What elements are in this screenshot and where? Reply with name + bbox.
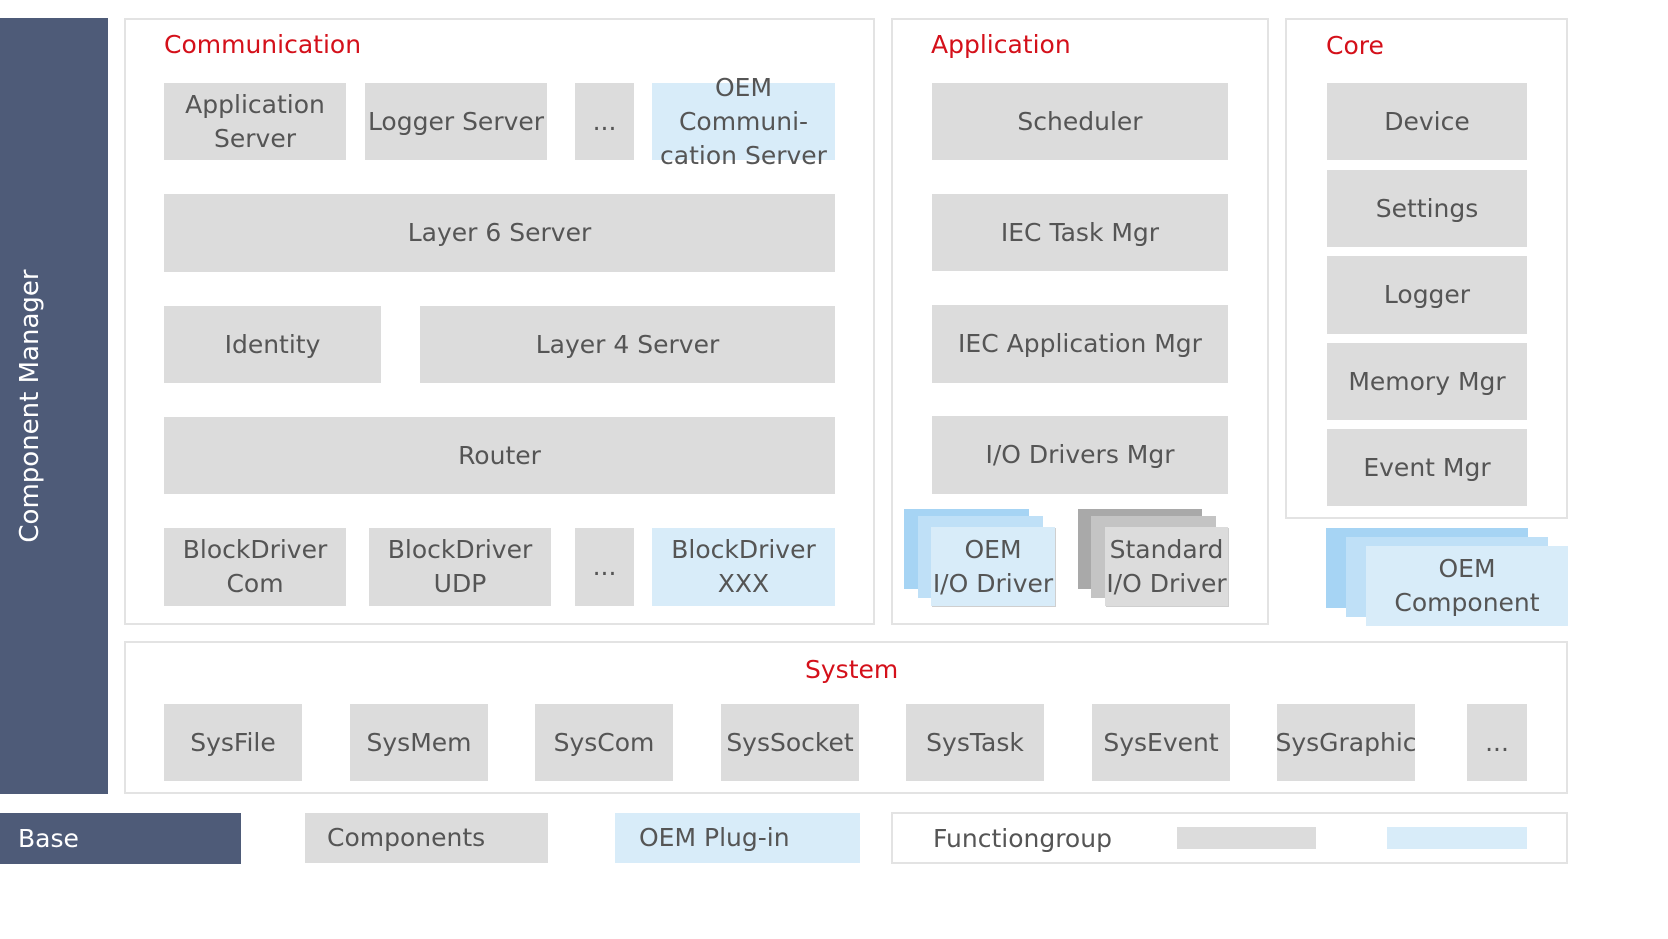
logger-server-box: Logger Server (365, 83, 547, 160)
blockdriver-com-box: BlockDriver Com (164, 528, 346, 606)
oem-io-driver-box: OEM I/O Driver (931, 527, 1055, 606)
system-title: System (805, 655, 899, 684)
logger-box: Logger (1327, 256, 1527, 334)
component-manager-label: Component Manager (15, 269, 45, 543)
legend-components: Components (305, 813, 548, 863)
scheduler-box: Scheduler (932, 83, 1228, 160)
standard-io-driver-box: Standard I/O Driver (1105, 527, 1228, 606)
sysgraphic-box: SysGraphic (1275, 704, 1417, 781)
settings-box: Settings (1327, 170, 1527, 247)
system-ellipsis-box: ... (1467, 704, 1527, 781)
blockdriver-xxx-box: BlockDriver XXX (652, 528, 835, 606)
io-drivers-mgr-box: I/O Drivers Mgr (932, 416, 1228, 494)
legend-oem-plugin: OEM Plug-in (615, 813, 860, 863)
syssocket-box: SysSocket (721, 704, 859, 781)
router-box: Router (164, 417, 835, 494)
blockdriver-ellipsis-box: ... (575, 528, 634, 606)
oem-component-box: OEM Component (1366, 546, 1568, 626)
device-box: Device (1327, 83, 1527, 160)
syscom-box: SysCom (535, 704, 673, 781)
iec-task-mgr-box: IEC Task Mgr (932, 194, 1228, 271)
sysevent-box: SysEvent (1092, 704, 1230, 781)
sysmem-box: SysMem (350, 704, 488, 781)
component-manager-bar (0, 18, 108, 794)
identity-box: Identity (164, 306, 381, 383)
application-title: Application (931, 30, 1071, 59)
legend-functiongroup-label: Functiongroup (933, 823, 1112, 853)
oem-communication-server-box: OEM Communi- cation Server (652, 73, 835, 170)
iec-application-mgr-box: IEC Application Mgr (932, 305, 1228, 383)
application-server-box: Application Server (164, 83, 346, 160)
legend-base: Base (0, 813, 241, 864)
sysfile-box: SysFile (164, 704, 302, 781)
layer6-server-box: Layer 6 Server (164, 194, 835, 272)
layer4-server-box: Layer 4 Server (420, 306, 835, 383)
legend-component-swatch (1177, 827, 1316, 849)
communication-title: Communication (164, 30, 362, 59)
systask-box: SysTask (906, 704, 1044, 781)
event-mgr-box: Event Mgr (1327, 429, 1527, 506)
legend-oem-swatch (1387, 827, 1527, 849)
blockdriver-udp-box: BlockDriver UDP (369, 528, 551, 606)
memory-mgr-box: Memory Mgr (1327, 343, 1527, 420)
communication-ellipsis-box: ... (575, 83, 634, 160)
core-title: Core (1326, 31, 1384, 60)
